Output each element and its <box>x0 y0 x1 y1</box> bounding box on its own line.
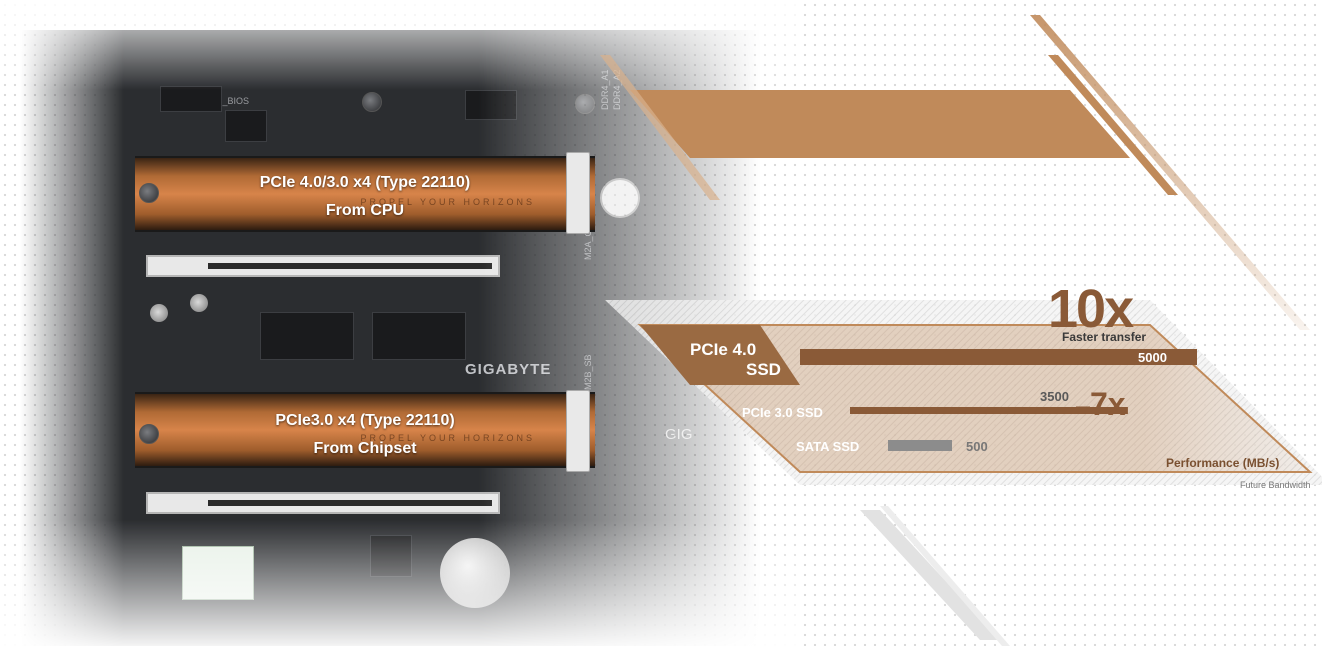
diagonal-stripe-3 <box>600 55 720 200</box>
screw-top-left <box>362 92 382 112</box>
heatsink-screw <box>139 183 159 203</box>
bar-value-label-1: 3500 <box>1040 389 1069 404</box>
heatsink-screw <box>139 424 159 444</box>
board-bottom-fade <box>0 520 800 646</box>
callout-7x: 7x <box>1090 386 1126 422</box>
diagonal-stripe-5 <box>880 506 1010 646</box>
m2-cpu-interface-label: PCIe 4.0/3.0 x4 (Type 22110) <box>259 174 471 191</box>
pcie-slot-bottom <box>146 492 500 514</box>
bios-chip <box>225 110 267 142</box>
m-bios-label: M_BIOS <box>215 96 250 106</box>
screw-top-center <box>575 94 595 114</box>
x-axis-label: Performance (MB/s) <box>1166 456 1280 470</box>
bar-0 <box>800 349 1197 365</box>
m2-heatsink-cpu: PCIe 4.0/3.0 x4 (Type 22110) From CPU PR… <box>135 156 595 232</box>
m2-heatsink-chipset: PCIe3.0 x4 (Type 22110) From Chipset PRO… <box>135 392 595 468</box>
diagonal-stripe-2 <box>1048 55 1178 195</box>
top-brown-band <box>630 90 1130 158</box>
m2-latch-chipset <box>566 390 590 472</box>
pcie4-label-line2: SSD <box>746 360 781 379</box>
pcie4-badge <box>640 325 800 385</box>
diagonal-stripe-4 <box>860 510 1000 640</box>
watermark-text: GIG <box>665 426 693 443</box>
switch-chip-2 <box>372 312 466 360</box>
fan-header-icon <box>600 178 640 218</box>
m2-cpu-source-label: From CPU <box>325 202 405 219</box>
m2-chipset-interface-label: PCIe3.0 x4 (Type 22110) <box>275 412 455 429</box>
bar-1 <box>850 407 1128 414</box>
diagonal-stripe-1 <box>1030 15 1310 330</box>
vrm-chip <box>465 90 517 120</box>
pcie3-label: PCIe 3.0 SSD <box>742 405 823 420</box>
pcie4-label-line1: PCIe 4.0 <box>690 340 757 359</box>
m2-latch-cpu <box>566 152 590 234</box>
heatsink-tagline: PROPEL YOUR HORIZONS <box>360 197 535 207</box>
callout-10x-caption: Faster transfer <box>1062 330 1147 344</box>
footnote: Future Bandwidth <box>1240 480 1311 490</box>
pcie-slot-top <box>146 255 500 277</box>
heatsink-tagline: PROPEL YOUR HORIZONS <box>360 433 535 443</box>
capacitor-1 <box>150 304 168 322</box>
gigabyte-board-logo: GIGABYTE <box>465 361 552 378</box>
sata-label: SATA SSD <box>796 439 860 454</box>
bar-value-label-2: 500 <box>966 439 988 454</box>
capacitor-2 <box>190 294 208 312</box>
switch-chip-1 <box>260 312 354 360</box>
board-top-fade <box>0 0 800 90</box>
chart-panel-outline <box>637 324 1313 473</box>
bar-value-label-0: 5000 <box>1138 350 1167 365</box>
callout-10x: 10x <box>1048 279 1134 339</box>
bar-2 <box>888 440 952 451</box>
m2-chipset-source-label: From Chipset <box>313 440 417 457</box>
